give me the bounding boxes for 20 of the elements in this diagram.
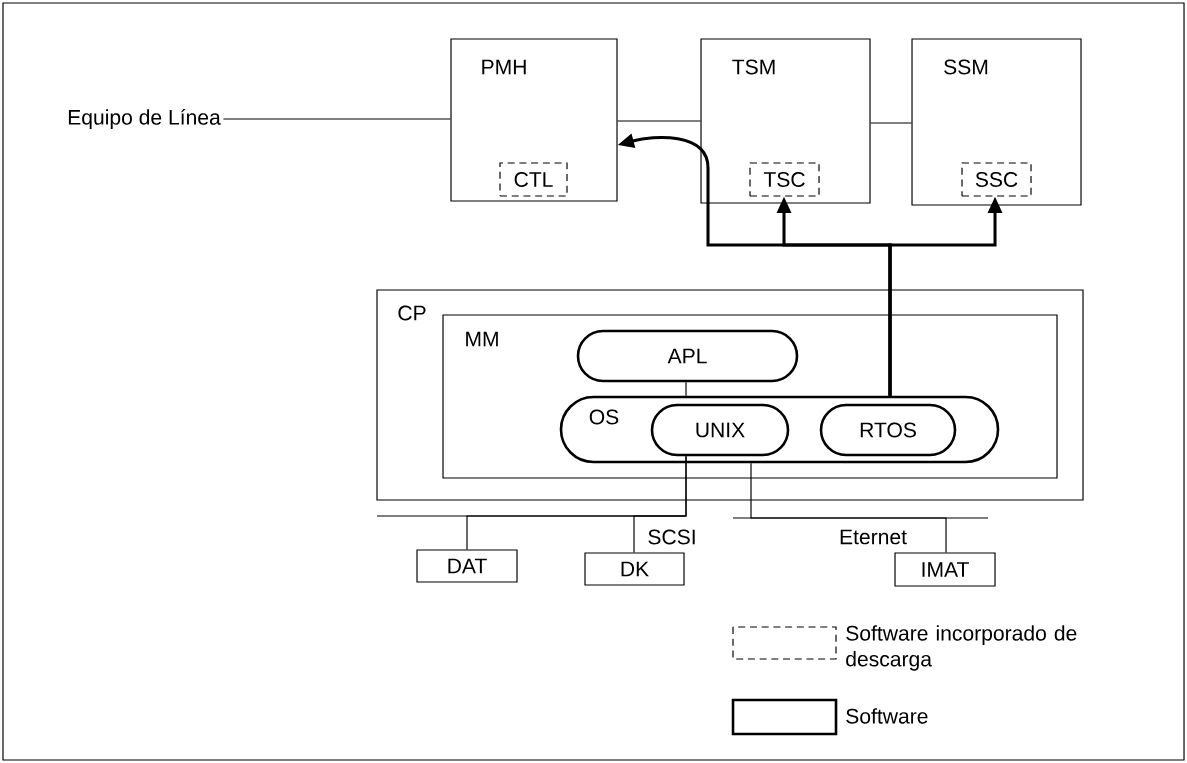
connector-line	[870, 122, 912, 124]
software-pill: RTOS	[819, 403, 957, 457]
line-label: Equipo de Línea	[68, 109, 221, 129]
connector-line	[222, 118, 451, 120]
edge-label: Eternet	[837, 528, 909, 546]
connector-line	[633, 455, 687, 553]
firmware-box: TSC	[749, 162, 820, 197]
legend-text: Software	[846, 708, 928, 724]
device-box: IMAT	[894, 552, 996, 587]
connector-line	[750, 462, 947, 553]
legend-text: Software incorporado de descarga	[846, 625, 1077, 671]
device-box: DAT	[416, 549, 518, 583]
firmware-box: CTL	[499, 162, 568, 197]
firmware-box: SSC	[961, 162, 1032, 197]
connector-line	[617, 120, 701, 122]
software-pill: APL	[576, 329, 799, 383]
edge-label: SCSI	[646, 528, 698, 546]
device-box: DK	[584, 552, 685, 586]
connector-line	[685, 381, 687, 397]
software-pill: UNIX	[650, 403, 790, 457]
